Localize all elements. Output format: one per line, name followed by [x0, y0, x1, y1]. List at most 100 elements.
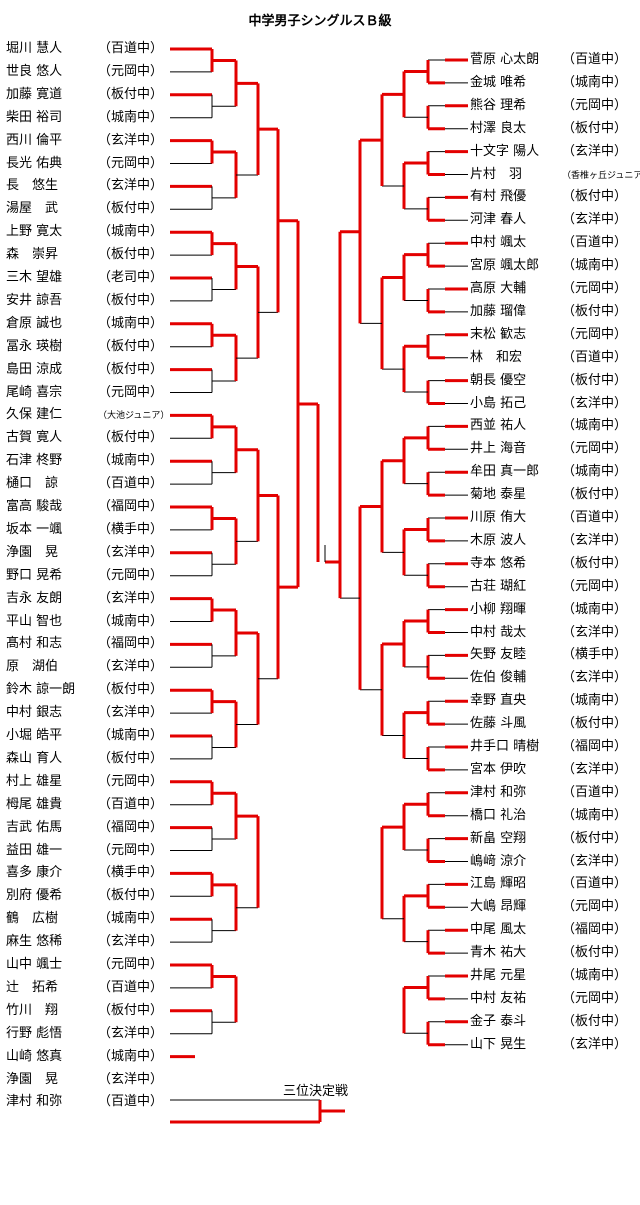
player-team: （百道中）	[562, 876, 628, 892]
left-player-row: 富高 駿哉（福岡中）	[6, 496, 163, 518]
player-name: 金子 泰斗	[470, 1013, 527, 1029]
right-player-row: 井尾 元星（城南中）	[470, 965, 627, 987]
left-player-row: 倉原 誠也（城南中）	[6, 313, 163, 335]
player-name: 世良 悠人	[6, 63, 63, 79]
left-player-row: 長 悠生（玄洋中）	[6, 175, 163, 197]
player-team: （福岡中）	[98, 819, 164, 835]
player-name: 鈴木 諒一朗	[6, 682, 76, 698]
player-team: （元岡中）	[98, 567, 164, 583]
player-team: （大池ジュニア）	[98, 411, 170, 422]
right-player-row: 宮原 颯太郎（城南中）	[470, 255, 627, 277]
right-player-row: 片村 羽（香椎ヶ丘ジュニア）	[470, 164, 640, 186]
left-player-row: 原 湖伯（玄洋中）	[6, 656, 163, 678]
player-name: 井尾 元星	[470, 968, 527, 983]
player-name: 上野 寛太	[6, 224, 63, 240]
player-name: 江島 輝昭	[470, 876, 527, 892]
left-player-row: 山中 颯士（元岡中）	[6, 954, 163, 976]
player-name: 久保 建仁	[6, 407, 63, 423]
player-name: 井手口 晴樹	[470, 739, 540, 754]
player-team: （百道中）	[98, 979, 164, 995]
player-team: （城南中）	[562, 464, 628, 480]
player-name: 佐藤 斗風	[470, 716, 527, 732]
left-player-row: 髙村 和志（福岡中）	[6, 633, 163, 655]
player-name: 橋口 礼治	[470, 807, 527, 823]
left-player-row: 島田 涼成（板付中）	[6, 359, 163, 381]
left-player-row: 浄園 晃（玄洋中）	[6, 1069, 163, 1091]
player-team: （百道中）	[98, 41, 164, 56]
player-name: 津村 和弥	[6, 1094, 63, 1110]
right-player-row: 井手口 晴樹 （福岡中）	[470, 736, 627, 758]
right-player-row: 菅原 心太朗（百道中）	[470, 49, 627, 71]
player-name: 新畠 空翔	[470, 830, 527, 846]
player-team: （横手中）	[98, 865, 164, 881]
player-team: （元岡中）	[562, 899, 628, 915]
right-player-row: 林 和宏（百道中）	[470, 347, 627, 369]
right-player-row: 中村 颯太（百道中）	[470, 232, 627, 254]
player-name: 長 悠生	[6, 178, 59, 194]
player-team: （板付中）	[562, 945, 628, 961]
left-player-row: 古賀 寛人（板付中）	[6, 427, 163, 449]
player-name: 吉武 佑馬	[6, 819, 63, 835]
right-player-row: 佐藤 斗風（板付中）	[470, 713, 627, 735]
player-name: 石津 柊野	[6, 453, 63, 469]
left-player-row: 西川 倫平（玄洋中）	[6, 130, 163, 152]
right-player-row: 古荘 瑚紅（元岡中）	[470, 576, 627, 598]
player-name: 寺本 悠希	[470, 555, 527, 571]
left-player-row: 久保 建仁 （大池ジュニア）	[6, 404, 169, 426]
player-team: （百道中）	[562, 784, 628, 800]
right-player-row: 嶋﨑 涼介（玄洋中）	[470, 851, 627, 873]
player-name: 森 崇昇	[6, 247, 59, 263]
player-team: （城南中）	[98, 453, 164, 469]
player-team: （板付中）	[98, 338, 164, 354]
left-player-row: 樋口 諒（百道中）	[6, 473, 163, 495]
right-player-row: 山下 晃生（玄洋中）	[470, 1034, 627, 1056]
player-name: 加藤 瑠偉	[470, 303, 527, 319]
player-name: 中村 哉太	[470, 624, 527, 640]
player-team: （玄洋中）	[98, 705, 164, 721]
player-name: 井上 海音	[470, 441, 527, 457]
player-team: （福岡中）	[562, 922, 628, 938]
player-team: （板付中）	[98, 1002, 164, 1018]
right-player-row: 佐伯 俊輔（玄洋中）	[470, 667, 627, 689]
right-player-row: 宮本 伊吹（玄洋中）	[470, 759, 627, 781]
player-name: 青木 祐大	[470, 945, 527, 961]
player-team: （玄洋中）	[562, 761, 628, 777]
player-name: 十文字 陽人	[470, 143, 540, 159]
player-name: 金城 唯希	[470, 74, 527, 90]
right-player-row: 朝長 優空（板付中）	[470, 370, 627, 392]
player-name: 高原 大輔	[470, 281, 527, 296]
player-team: （城南中）	[98, 613, 164, 629]
player-name: 朝長 優空	[470, 372, 527, 388]
left-player-row: 山崎 悠真（城南中）	[6, 1046, 163, 1068]
player-name: 菅原 心太朗	[470, 52, 540, 67]
right-player-row: 井上 海音（元岡中）	[470, 438, 627, 460]
player-team: （香椎ヶ丘ジュニア）	[562, 170, 640, 181]
player-team: （板付中）	[98, 292, 164, 308]
player-team: （板付中）	[562, 487, 628, 503]
player-team: （玄洋中）	[98, 1025, 164, 1041]
left-player-row: 辻 拓希（百道中）	[6, 977, 163, 999]
player-name: 小島 拓己	[470, 395, 527, 411]
player-name: 佐伯 俊輔	[470, 670, 527, 686]
player-team: （元岡中）	[562, 281, 628, 296]
player-team: （元岡中）	[562, 326, 628, 342]
left-player-row: 坂本 一颯（横手中）	[6, 519, 163, 541]
player-team: （玄洋中）	[562, 212, 628, 228]
left-player-row: 長光 佑典（元岡中）	[6, 153, 163, 175]
player-name: 原 湖伯	[6, 659, 59, 675]
player-name: 平山 智也	[6, 613, 63, 629]
player-team: （玄洋中）	[562, 143, 628, 159]
player-name: 浄園 晃	[6, 544, 59, 560]
player-name: 倉原 誠也	[6, 315, 63, 331]
player-team: （元岡中）	[98, 63, 164, 79]
player-name: 栂尾 雄貴	[6, 796, 63, 812]
player-team: （福岡中）	[562, 739, 628, 754]
player-name: 中尾 風太	[470, 922, 527, 938]
player-name: 宮原 颯太郎	[470, 258, 540, 274]
player-name: 古賀 寛人	[6, 430, 63, 446]
left-player-row: 小堀 皓平（城南中）	[6, 725, 163, 747]
left-player-row: 栂尾 雄貴（百道中）	[6, 794, 163, 816]
third-place-label: 三位決定戦	[283, 1084, 349, 1099]
player-name: 津村 和弥	[470, 784, 527, 800]
player-name: 行野 彪悟	[6, 1025, 63, 1041]
